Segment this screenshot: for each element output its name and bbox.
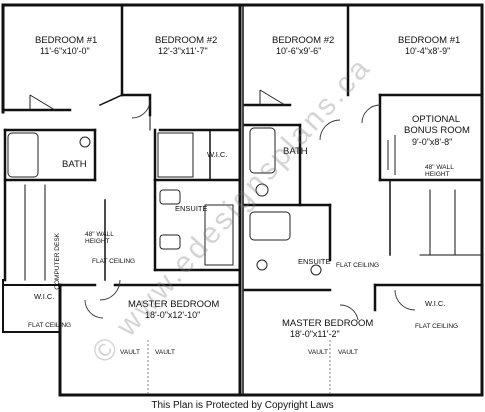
door-swings [84, 99, 416, 321]
fixtures [7, 89, 396, 276]
left-ensuite: ENSUITE [175, 204, 208, 213]
copyright-footer: This Plan is Protected by Copyright Laws [151, 400, 334, 411]
walls [1, 3, 484, 397]
right-wic-flat-ceiling: FLAT CEILING [415, 323, 459, 330]
left-vault-right: VAULT [155, 349, 175, 356]
left-wall-height: 48" WALL HEIGHT [85, 231, 114, 245]
right-bedroom2-name: BEDROOM #2 [272, 35, 335, 46]
left-bedroom1-name: BEDROOM #1 [35, 35, 98, 46]
right-wic: W.I.C. [425, 299, 446, 308]
left-wic-flat-ceiling: FLAT CEILING [28, 322, 72, 329]
right-wall-height: 48" WALL HEIGHT [425, 164, 454, 178]
right-bedroom1-dim: 10'-4"x8'-9" [405, 46, 451, 56]
left-flat-ceiling: FLAT CEILING [92, 258, 136, 265]
right-master-name: MASTER BEDROOM [282, 318, 374, 329]
left-bath: BATH [62, 159, 87, 170]
left-wic-top: W.I.C. [207, 150, 228, 159]
right-ensuite: ENSUITE [298, 257, 331, 266]
vault-lines [147, 340, 331, 395]
left-master-dim: 18'-0"x12'-10" [145, 310, 201, 320]
right-master-dim: 18'-0"x11'-2" [290, 329, 340, 339]
right-flat-ceiling: FLAT CEILING [336, 262, 380, 269]
left-bedroom2-name: BEDROOM #2 [155, 35, 218, 46]
right-vault-right: VAULT [338, 349, 358, 356]
right-vault-left: VAULT [308, 349, 328, 356]
right-bonus-line2: BONUS ROOM [404, 125, 470, 136]
left-wic-bottom: W.I.C. [34, 292, 55, 301]
right-bonus-line1: OPTIONAL [412, 114, 461, 125]
left-bedroom1-dim: 11'-6"x10'-0" [40, 46, 90, 56]
right-bedroom1-name: BEDROOM #1 [398, 35, 461, 46]
left-computer-desk: COMPUTER DESK [54, 233, 61, 290]
left-master-name: MASTER BEDROOM [128, 299, 220, 310]
right-bonus-dim: 9'-0"x8'-8" [412, 137, 453, 147]
left-bedroom2-dim: 12'-3"x11'-7" [158, 46, 208, 56]
left-vault-left: VAULT [120, 349, 140, 356]
right-bath: BATH [283, 146, 308, 157]
right-bedroom2-dim: 10'-6"x9'-6" [276, 46, 322, 56]
